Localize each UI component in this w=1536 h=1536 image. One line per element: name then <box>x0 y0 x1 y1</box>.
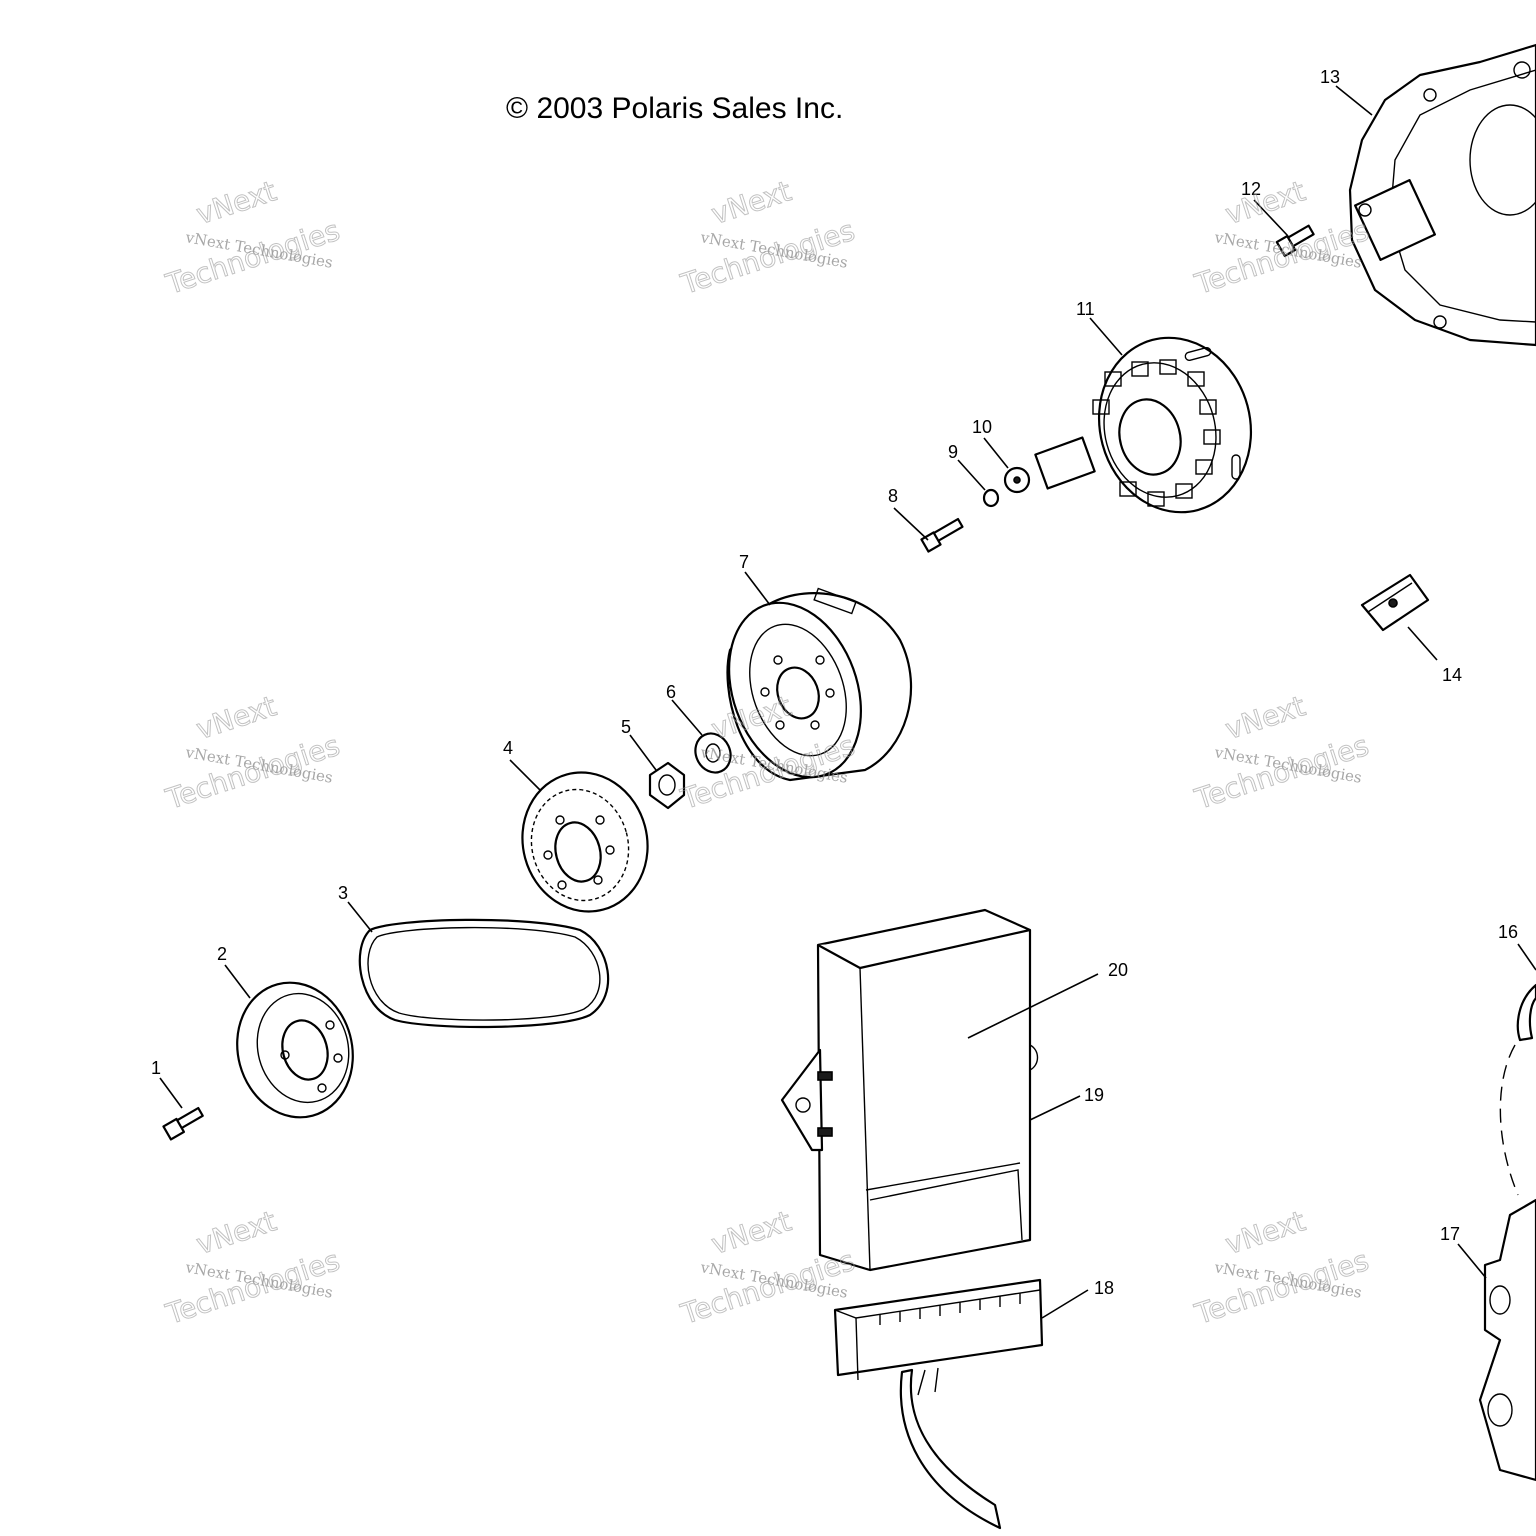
part-12-bolt <box>1275 224 1315 258</box>
callout-7: 7 <box>739 552 749 572</box>
part-11-stator <box>1034 336 1253 514</box>
svg-text:vNext: vNext <box>192 1204 280 1261</box>
part-8-screw <box>920 517 964 553</box>
svg-text:vNext: vNext <box>1221 174 1309 231</box>
callout-19: 19 <box>1084 1085 1104 1105</box>
callout-5: 5 <box>621 717 631 737</box>
callout-16: 16 <box>1498 922 1518 942</box>
callout-20: 20 <box>1108 960 1128 980</box>
part-19-20-cdi-module <box>780 908 1039 1272</box>
callout-11: 11 <box>1076 299 1095 319</box>
part-18-connector <box>833 1278 1044 1530</box>
callout-1: 1 <box>151 1058 161 1078</box>
part-17-regulator <box>1478 1198 1536 1482</box>
part-13-stator-housing <box>1348 43 1536 347</box>
callout-12: 12 <box>1241 179 1261 199</box>
watermark: vNext Technologies vNext Technologies <box>1190 689 1373 817</box>
callout-numbers: 1 2 3 4 5 6 7 8 9 10 11 12 13 14 16 17 1… <box>151 67 1518 1298</box>
callout-18: 18 <box>1094 1278 1114 1298</box>
watermark: vNext Technologies vNext Technologies <box>1190 174 1373 302</box>
watermark: vNext Technologies vNext Technologies <box>161 1204 344 1332</box>
svg-text:vNext: vNext <box>192 174 280 231</box>
part-14-clip <box>1360 573 1430 632</box>
svg-text:vNext: vNext <box>1221 689 1309 746</box>
part-6-washer <box>694 732 732 774</box>
part-7-flywheel <box>726 587 913 782</box>
part-5-nut <box>648 761 686 810</box>
part-10-washer <box>1003 466 1031 494</box>
callout-17: 17 <box>1440 1224 1460 1244</box>
svg-text:vNext: vNext <box>192 689 280 746</box>
callout-10: 10 <box>972 417 992 437</box>
callout-2: 2 <box>217 944 227 964</box>
callout-14: 14 <box>1442 665 1462 685</box>
watermark: vNext Technologies vNext Technologies <box>1190 1204 1373 1332</box>
svg-text:vNext: vNext <box>707 174 795 231</box>
part-1-bolt <box>162 1106 204 1141</box>
callout-9: 9 <box>948 442 958 462</box>
part-3-belt <box>358 918 610 1029</box>
callout-6: 6 <box>666 682 676 702</box>
callout-4: 4 <box>503 738 513 758</box>
leader-lines <box>159 85 1536 1319</box>
svg-text:vNext: vNext <box>707 1204 795 1261</box>
callout-13: 13 <box>1320 67 1340 87</box>
svg-text:vNext: vNext <box>1221 1204 1309 1261</box>
callout-8: 8 <box>888 486 898 506</box>
part-16-hose <box>1499 983 1536 1196</box>
part-9-lock-washer <box>982 488 1000 508</box>
part-4-starter-ring-gear <box>521 771 649 913</box>
watermark: vNext Technologies vNext Technologies <box>161 174 344 302</box>
watermark: vNext Technologies vNext Technologies <box>161 689 344 817</box>
watermark: vNext Technologies vNext Technologies <box>676 174 859 302</box>
copyright-text: © 2003 Polaris Sales Inc. <box>506 92 843 125</box>
part-2-pulley <box>236 981 354 1119</box>
callout-3: 3 <box>338 883 348 903</box>
